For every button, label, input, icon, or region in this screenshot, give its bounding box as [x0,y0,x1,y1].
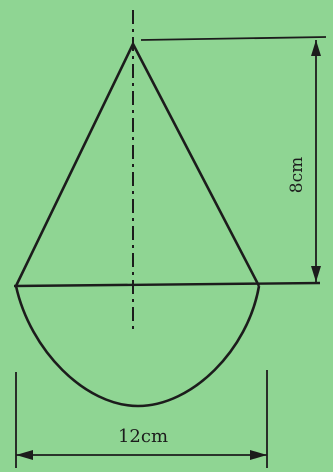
height-dimension [311,40,321,282]
width-label: 12cm [118,426,168,447]
hemisphere-outline [14,285,261,408]
height-extension-line-top [140,36,327,41]
height-label: 8cm [287,157,307,193]
width-arrow-left [16,450,33,460]
cone-outline [14,42,261,287]
height-arrow-bottom [311,266,321,282]
base-diameter-line [13,281,321,288]
width-dimension [16,450,267,460]
height-arrow-top [311,40,321,56]
width-arrow-right [250,450,267,460]
